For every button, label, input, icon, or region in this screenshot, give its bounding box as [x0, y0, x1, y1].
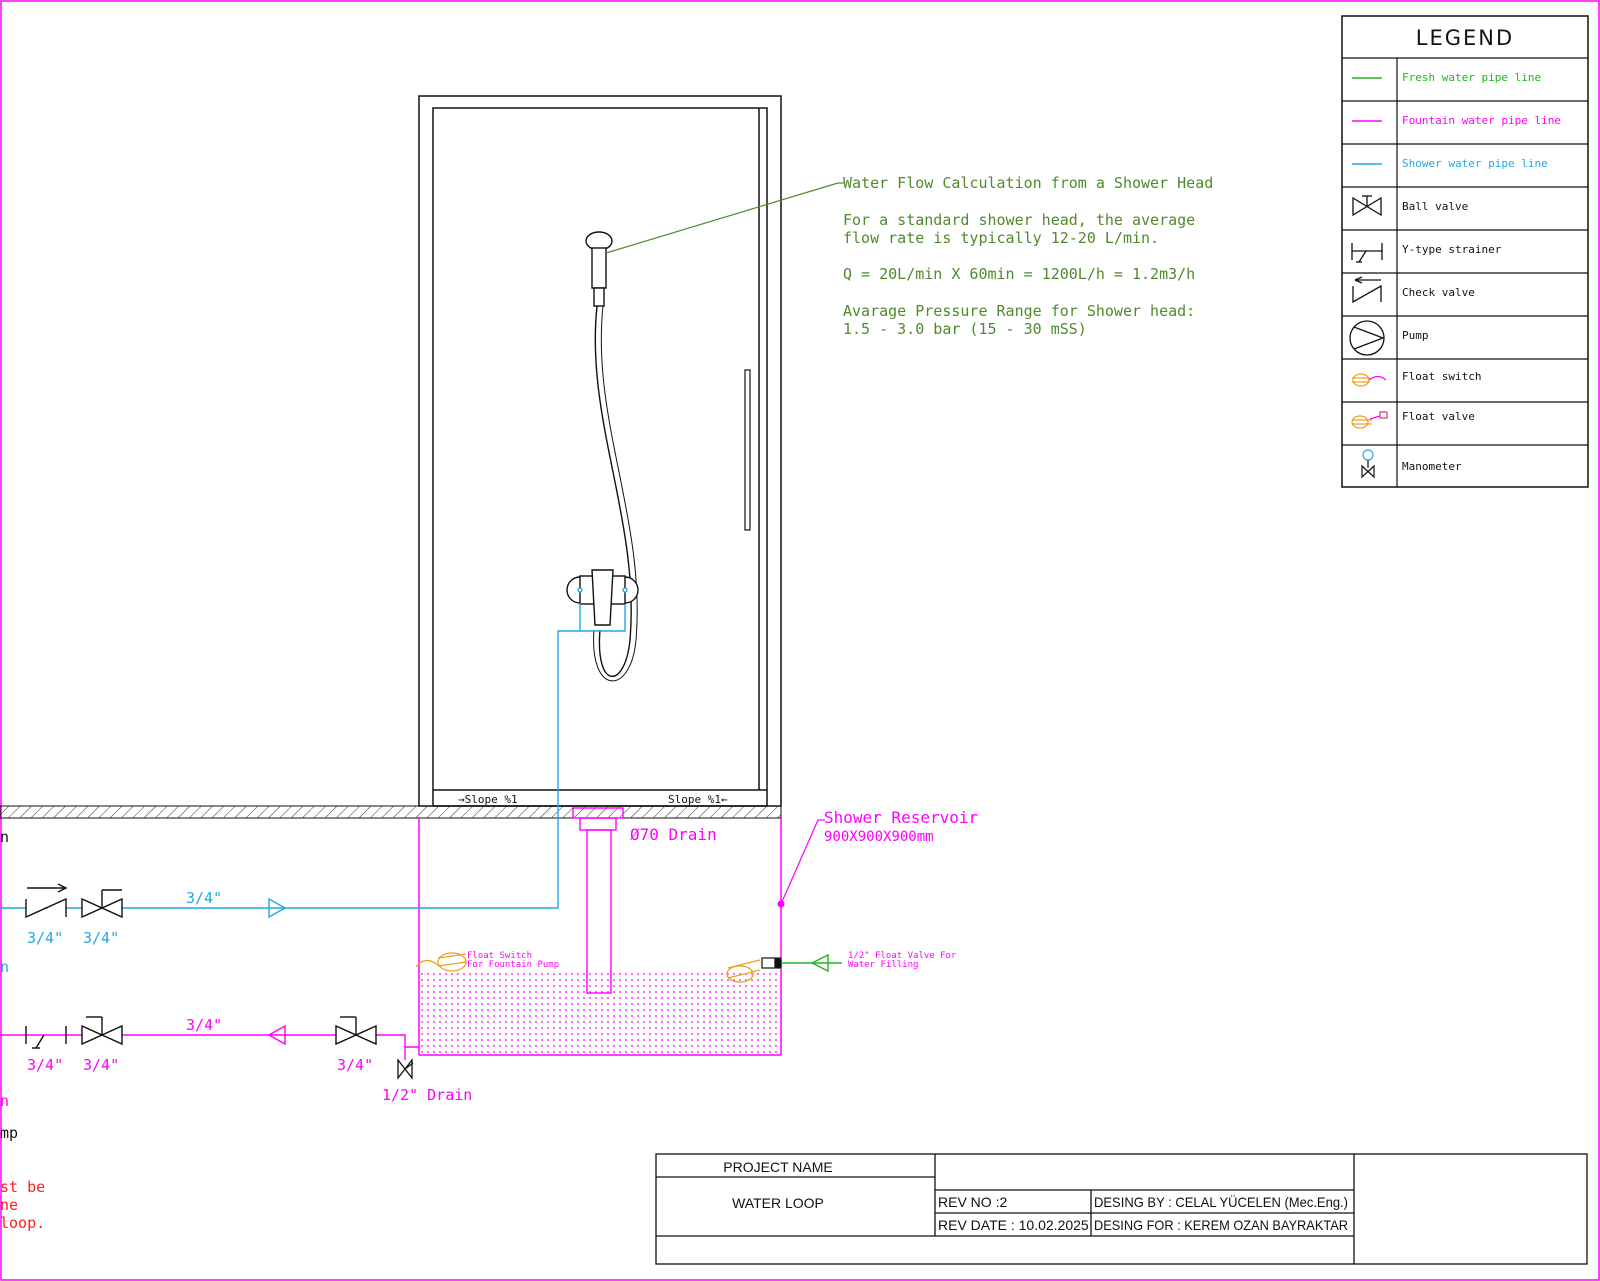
- left-fragment-2: n: [0, 958, 9, 976]
- calc-pressure2: 1.5 - 3.0 bar (15 - 30 mSS): [843, 320, 1087, 338]
- shower-reservoir: [418, 818, 782, 1056]
- reservoir-ball-valve: [335, 1016, 377, 1046]
- fountain-ball-size: 3/4": [83, 1056, 119, 1074]
- warning-line2: ne: [0, 1196, 18, 1214]
- legend-label-ball-valve: Ball valve: [1402, 200, 1468, 213]
- warning-line1: st be: [0, 1178, 45, 1196]
- project-name: WATER LOOP: [732, 1195, 824, 1211]
- design-for: DESING FOR : KEREM OZAN BAYRAKTAR: [1094, 1217, 1348, 1233]
- float-switch-label2: For Fountain Pump: [467, 960, 559, 970]
- drain-pipe: [572, 807, 624, 994]
- slope-right-label: Slope %1←: [668, 793, 728, 806]
- calc-line2: flow rate is typically 12-20 L/min.: [843, 229, 1159, 247]
- design-by: DESING BY : CELAL YÜCELEN (Mec.Eng.): [1094, 1193, 1348, 1210]
- float-valve-label1: 1/2" Float Valve For: [848, 951, 957, 961]
- reservoir-leader-dot: [777, 900, 785, 908]
- rev-no: REV NO :2: [938, 1194, 1007, 1210]
- flow-calculation-note: Water Flow Calculation from a Shower Hea…: [843, 174, 1213, 338]
- check-valve-icon: [1352, 276, 1382, 304]
- legend-label-fresh: Fresh water pipe line: [1402, 71, 1541, 84]
- legend-label-y-strainer: Y-type strainer: [1402, 243, 1502, 256]
- reservoir-title: Shower Reservoir: [824, 808, 978, 827]
- float-switch-icon: [1352, 373, 1387, 387]
- drain-label: Ø70 Drain: [630, 825, 717, 844]
- legend-label-manometer: Manometer: [1402, 460, 1462, 473]
- legend: LEGEND: [1341, 15, 1589, 488]
- legend-label-shower: Shower water pipe line: [1402, 157, 1548, 170]
- legend-label-float-valve: Float valve: [1402, 410, 1475, 423]
- fountain-main-size: 3/4": [186, 1016, 222, 1034]
- left-fragment-3: n: [0, 1092, 9, 1110]
- fresh-water-inlet: [781, 953, 842, 973]
- float-valve-icon: [1351, 411, 1388, 429]
- shower-cabin: [418, 95, 782, 807]
- shower-check-valve: [25, 883, 68, 919]
- manometer-icon: [1361, 449, 1375, 479]
- floor-slab: [0, 805, 782, 819]
- legend-label-fountain: Fountain water pipe line: [1402, 114, 1561, 127]
- shower-ball-valve: [81, 889, 123, 919]
- fountain-strainer-size: 3/4": [27, 1056, 63, 1074]
- fountain-y-strainer: [25, 1026, 67, 1049]
- reservoir-water: [419, 973, 781, 1055]
- y-strainer-icon: [1351, 243, 1383, 263]
- slope-left-label: →Slope %1: [458, 793, 518, 806]
- rev-date: REV DATE : 10.02.2025: [938, 1217, 1089, 1233]
- fountain-water-pipe: [0, 1024, 419, 1060]
- project-name-label: PROJECT NAME: [723, 1159, 832, 1175]
- left-fragment-1: n: [0, 828, 9, 846]
- pump-icon: [1349, 320, 1385, 356]
- reservoir-leader: [780, 819, 825, 905]
- small-drain-label: 1/2" Drain: [382, 1086, 472, 1104]
- shower-mixer: [566, 569, 639, 626]
- legend-label-check-valve: Check valve: [1402, 286, 1475, 299]
- small-drain-valve: [397, 1058, 414, 1080]
- shower-main-size: 3/4": [186, 889, 222, 907]
- note-leader: [605, 182, 839, 254]
- float-switch: [415, 952, 467, 972]
- calc-formula: Q = 20L/min X 60min = 1200L/h = 1.2m3/h: [843, 265, 1195, 283]
- shower-water-pipe: [0, 603, 626, 919]
- calc-pressure1: Avarage Pressure Range for Shower head:: [843, 302, 1195, 320]
- ball-valve-icon: [1352, 195, 1382, 217]
- reservoir-dims: 900X900X900mm: [824, 829, 934, 845]
- calc-line1: For a standard shower head, the average: [843, 211, 1195, 229]
- shower-ball-size: 3/4": [83, 929, 119, 947]
- shower-check-size: 3/4": [27, 929, 63, 947]
- left-fragment-pump: mp: [0, 1124, 18, 1142]
- legend-title: LEGEND: [1416, 26, 1514, 50]
- calc-title: Water Flow Calculation from a Shower Hea…: [843, 174, 1213, 192]
- shower-head: [585, 231, 613, 307]
- fountain-ball-valve: [81, 1016, 123, 1046]
- title-block: [655, 1153, 1588, 1265]
- reservoir-valve-size: 3/4": [337, 1056, 373, 1074]
- warning-line3: loop.: [0, 1214, 45, 1232]
- legend-label-float-switch: Float switch: [1402, 370, 1481, 383]
- float-switch-label1: Float Switch: [467, 951, 532, 961]
- legend-label-pump: Pump: [1402, 329, 1429, 342]
- float-valve-label2: Water Filling: [848, 960, 918, 970]
